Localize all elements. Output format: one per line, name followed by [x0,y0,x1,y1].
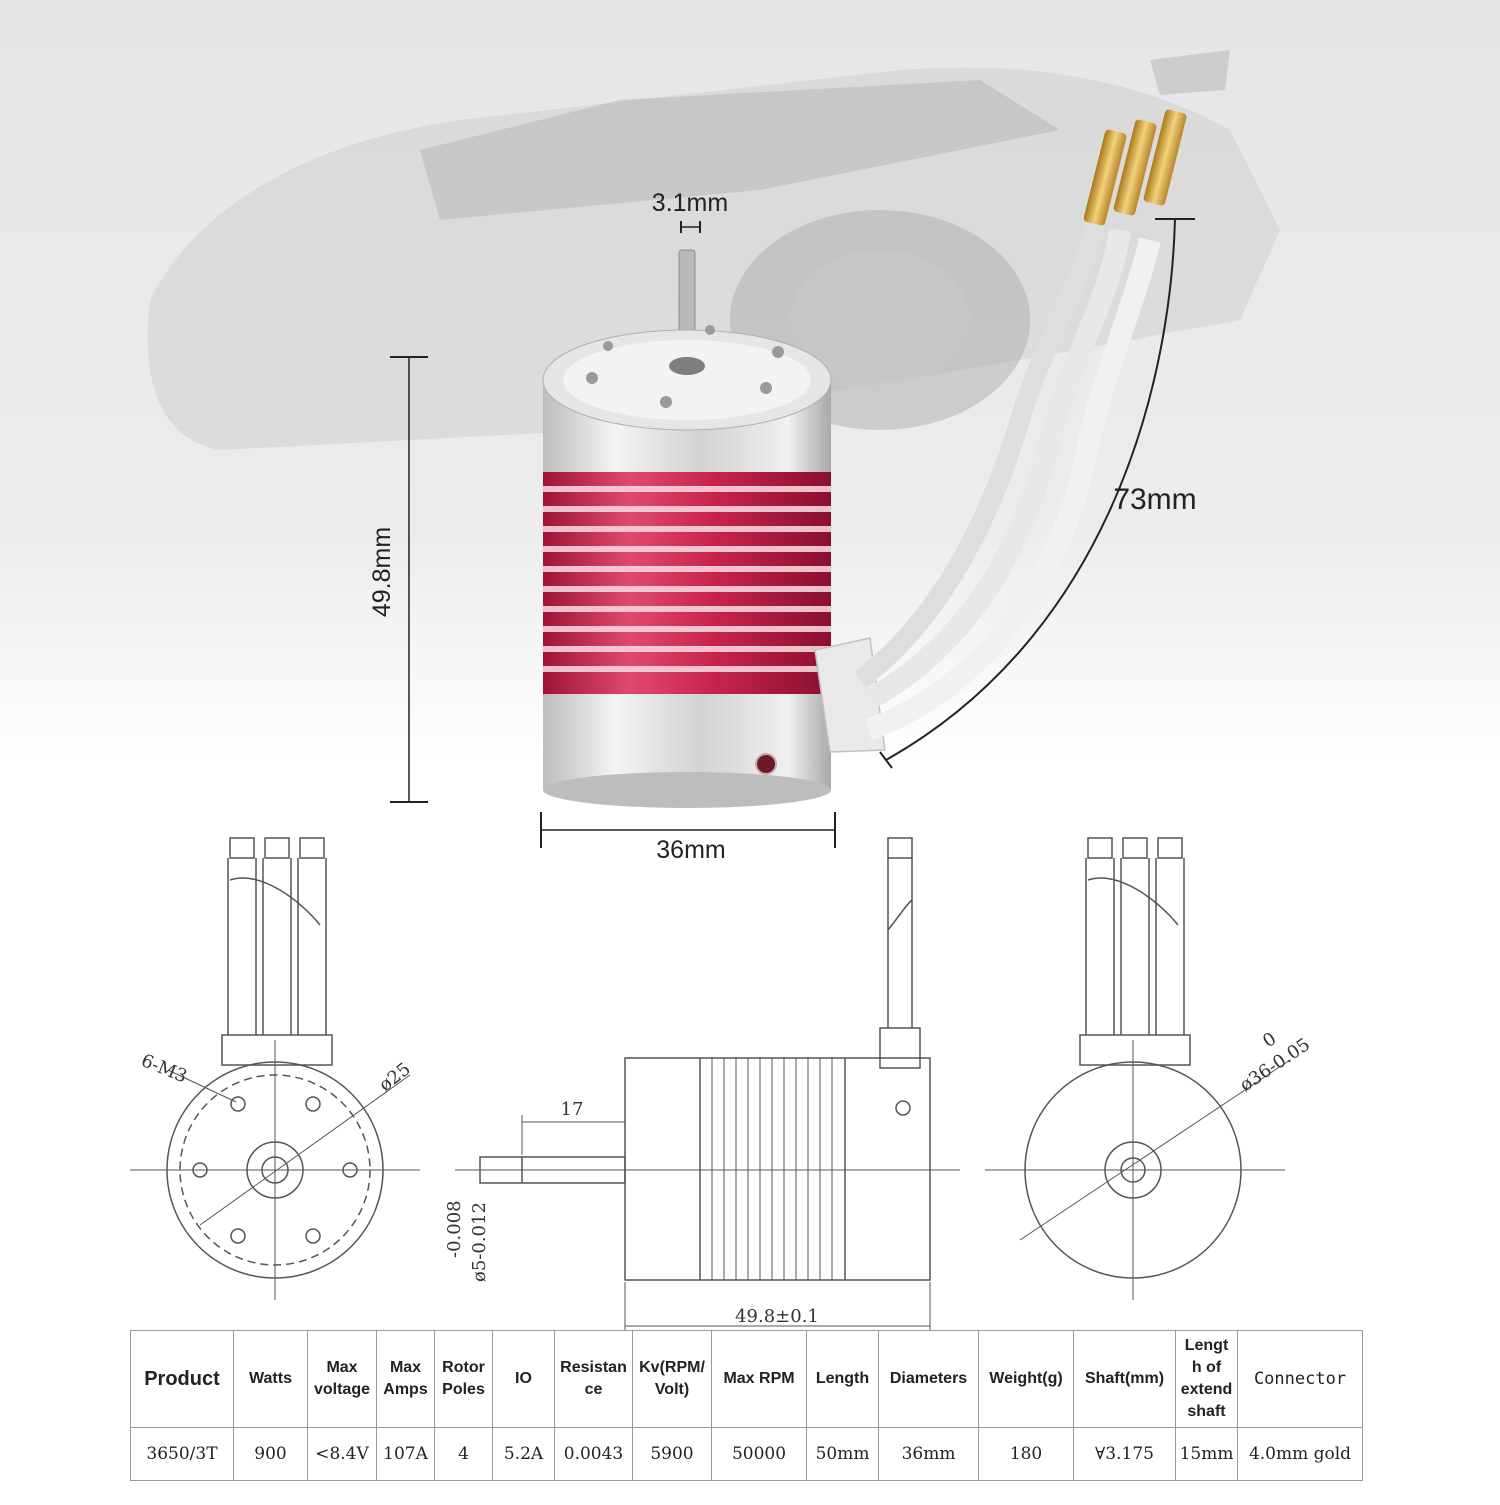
header-extend-shaft-length: Lengt h of extend shaft [1175,1330,1238,1428]
coil-fins [543,472,831,694]
shaft-diameter-dimension: 3.1mm [652,189,728,233]
header-length: Length [806,1330,879,1428]
cell-connector: 4.0mm gold [1237,1427,1363,1481]
cell-max-voltage: <8.4V [307,1427,377,1481]
spec-table-header-row: Product Watts Max voltage Max Amps Rotor… [130,1330,1363,1428]
body-diameter-dimension: 36mm [540,812,836,864]
cell-rotor-poles: 4 [434,1427,493,1481]
shaft-tolerance-upper-label: -0.008 [444,1200,465,1258]
cell-io: 5.2A [492,1427,555,1481]
cell-diameters: 36mm [878,1427,979,1481]
side-length-label: 49.8±0.1 [735,1306,819,1327]
header-kv: Kv(RPM/ Volt) [632,1330,712,1428]
header-rotor-poles: Rotor Poles [434,1330,493,1428]
cable-length-dimension: 73mm [879,218,1197,769]
body-length-label: 49.8mm [368,527,396,617]
header-resistance: Resistan ce [554,1330,633,1428]
front-bolt-circle-label: ø25 [375,1059,415,1096]
cable-length-label: 73mm [1113,483,1196,516]
header-max-rpm: Max RPM [711,1330,807,1428]
front-view-drawing [130,837,420,1300]
header-shaft: Shaft(mm) [1073,1330,1176,1428]
spec-table: Product Watts Max voltage Max Amps Rotor… [130,1330,1363,1481]
header-max-voltage: Max voltage [307,1330,377,1428]
body-diameter-label: 36mm [656,836,725,864]
shaft-extension-label: 17 [561,1099,584,1120]
motor-photo [542,109,1187,808]
cell-watts: 900 [233,1427,308,1481]
header-io: IO [492,1330,555,1428]
cell-max-amps: 107A [376,1427,435,1481]
header-product: Product [130,1330,234,1428]
header-watts: Watts [233,1330,308,1428]
header-weight: Weight(g) [978,1330,1074,1428]
header-max-amps: Max Amps [376,1330,435,1428]
cell-kv: 5900 [632,1427,712,1481]
shaft-diameter-label: 3.1mm [652,189,728,217]
shaft-tolerance-lower-label: ø5-0.012 [469,1202,490,1282]
front-holes-label: 6-M3 [138,1050,190,1087]
header-diameters: Diameters [878,1330,979,1428]
cell-length: 50mm [806,1427,879,1481]
table-row: 3650/3T 900 <8.4V 107A 4 5.2A 0.0043 590… [130,1427,1363,1481]
header-connector: Connector [1237,1330,1363,1428]
rear-tolerance-label: 0 [1259,1028,1280,1052]
rear-view-drawing [985,837,1291,1300]
cell-shaft: ∀3.175 [1073,1427,1176,1481]
cell-extend-shaft-length: 15mm [1175,1427,1238,1481]
cell-product: 3650/3T [130,1427,234,1481]
cell-max-rpm: 50000 [711,1427,807,1481]
cell-weight: 180 [978,1427,1074,1481]
body-length-dimension: 49.8mm [368,356,428,803]
cell-resistance: 0.0043 [554,1427,633,1481]
side-view-drawing [455,837,960,1330]
